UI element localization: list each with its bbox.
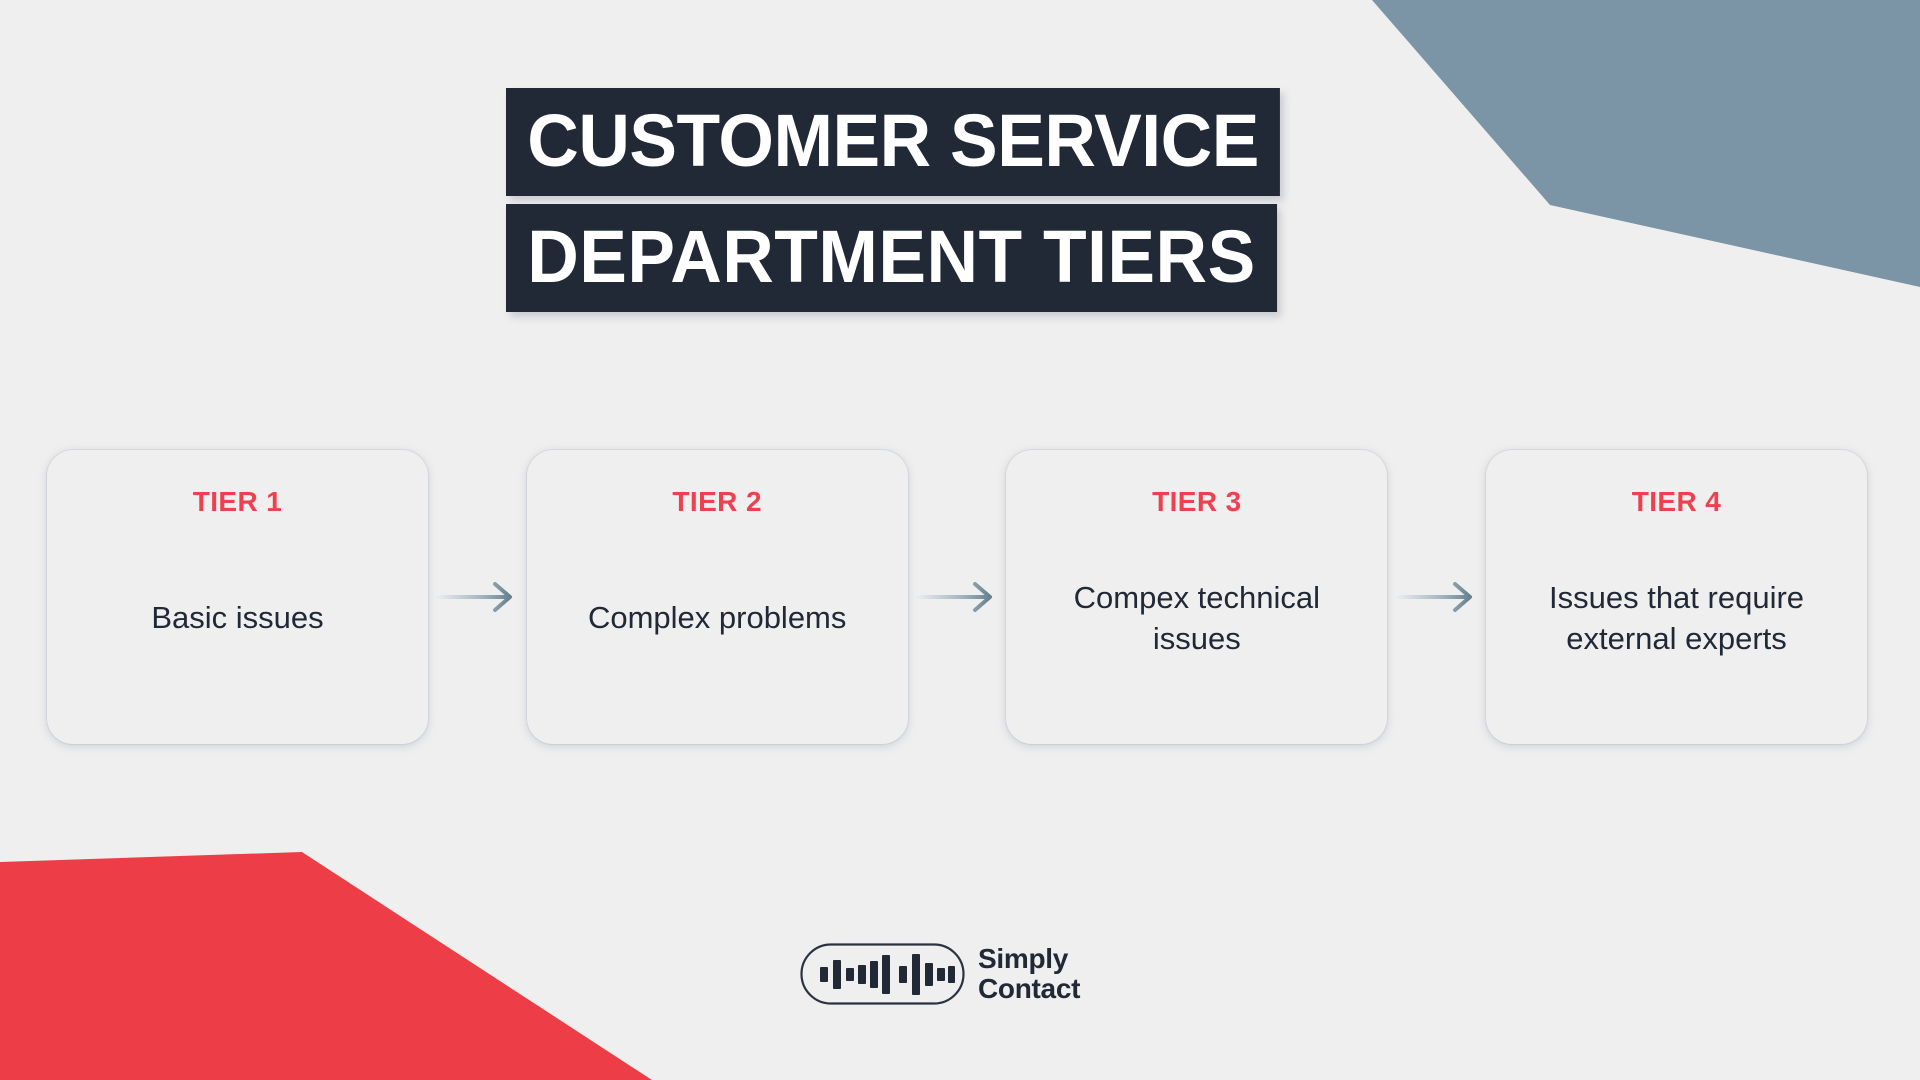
arrow-right-icon — [1396, 582, 1472, 612]
tier-label-4: TIER 4 — [1631, 486, 1722, 517]
tier-description-1: Basic issues — [151, 600, 324, 636]
arrow-right-icon — [437, 582, 513, 612]
tier-label-1: TIER 1 — [192, 486, 283, 517]
page-title-line-2: DEPARTMENT TIERS — [506, 204, 1277, 312]
page-title: CUSTOMER SERVICE DEPARTMENT TIERS — [506, 88, 1308, 312]
brand-name-line-2: Contact — [978, 973, 1081, 1004]
brand-wordmark: Simply Contact — [978, 944, 1080, 1004]
tier-label-2: TIER 2 — [672, 486, 762, 517]
logo-pill-outline — [800, 943, 965, 1005]
slate-polygon — [1372, 0, 1920, 287]
page-title-line-1: CUSTOMER SERVICE — [506, 88, 1281, 196]
red-polygon — [0, 852, 652, 1080]
connector-arrow-1 — [428, 450, 527, 744]
connector-arrow-2 — [908, 450, 1007, 744]
brand-logo[interactable]: Simply Contact — [800, 943, 1080, 1005]
connector-arrow-3 — [1387, 450, 1486, 744]
tier-label-3: TIER 3 — [1152, 486, 1242, 517]
arrow-right-icon — [917, 582, 992, 612]
logo-waveform-bars — [820, 954, 955, 995]
tiers-flow: TIER 1 Basic issues TIER 2 Complex probl… — [47, 450, 1868, 744]
brand-name-line-1: Simply — [978, 943, 1069, 975]
tier-card-1[interactable]: TIER 1 Basic issues — [47, 450, 428, 744]
tier-description-4: Issues that require external experts — [1549, 579, 1805, 656]
tier-card-2[interactable]: TIER 2 Complex problems — [526, 450, 908, 744]
waveform-pill-icon — [800, 943, 965, 1005]
tier-description-2: Complex problems — [587, 600, 847, 636]
tier-card-3[interactable]: TIER 3 Compex technical issues — [1006, 450, 1388, 744]
tier-description-3: Compex technical issues — [1073, 579, 1321, 656]
tier-card-4[interactable]: TIER 4 Issues that require external expe… — [1486, 450, 1868, 744]
